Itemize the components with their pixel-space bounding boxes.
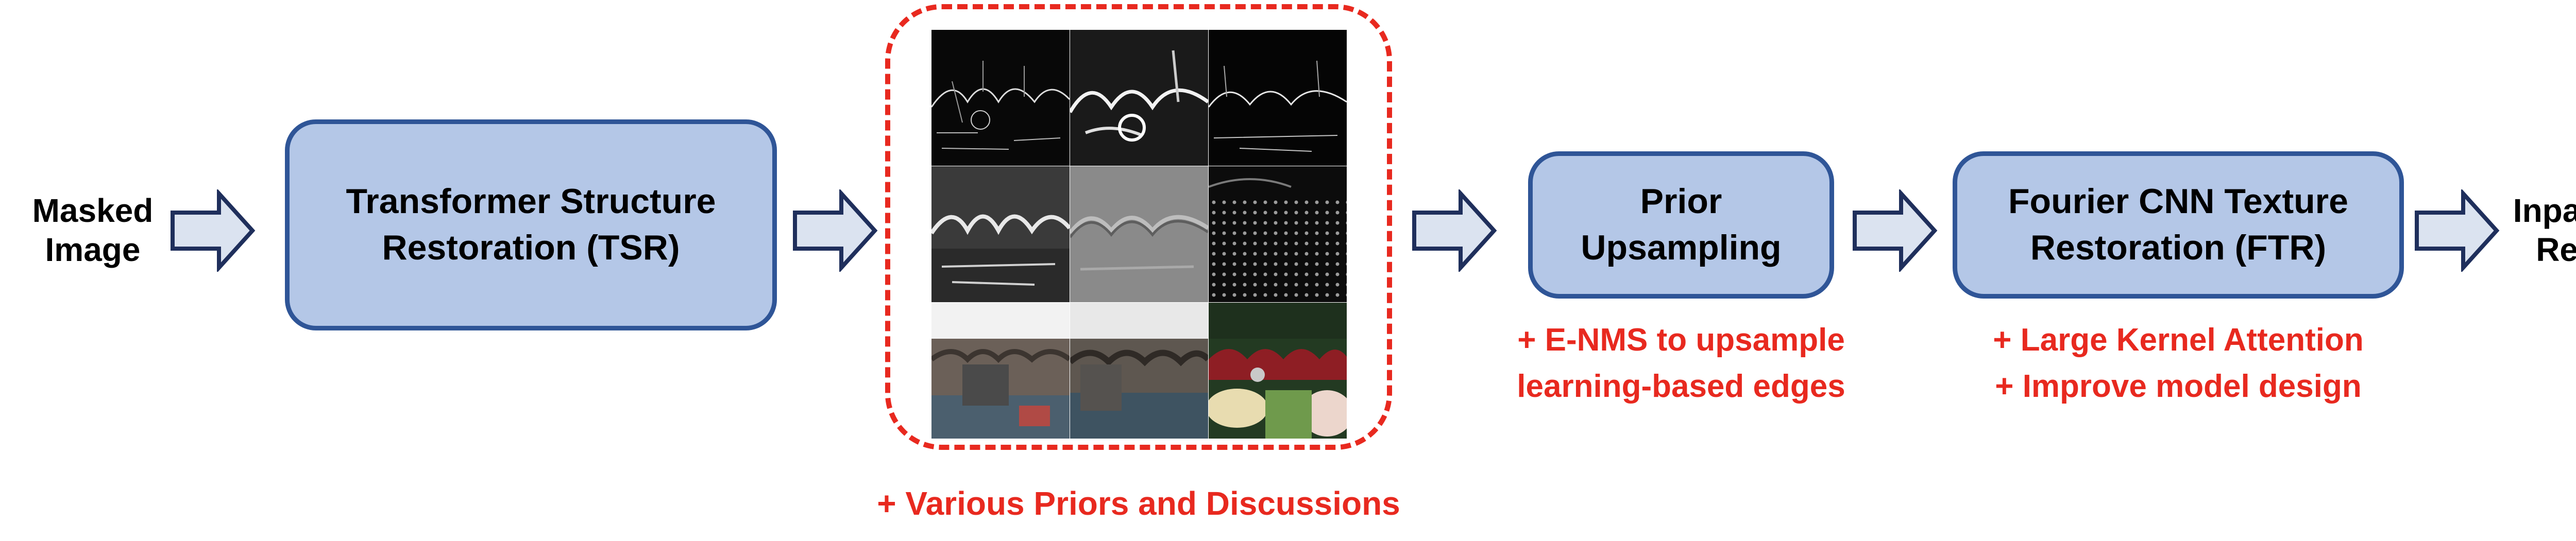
- flow-arrow-4: [1853, 189, 1938, 272]
- prior-thumbnail: [931, 30, 1070, 166]
- prior-thumbnail: [931, 166, 1070, 302]
- flow-arrow-5: [2415, 189, 2500, 272]
- prior-thumbnail: [1070, 303, 1208, 439]
- inpainted-result-line2: Result: [2536, 231, 2576, 268]
- prior-line2: Upsampling: [1581, 228, 1782, 267]
- ftr-box: Fourier CNN Texture Restoration (FTR): [1953, 151, 2404, 299]
- prior-thumbnail: [1070, 30, 1208, 166]
- prior-notes: + E-NMS to upsample learning-based edges: [1484, 317, 1878, 410]
- prior-thumbnail: [1209, 166, 1347, 302]
- prior-note1: + E-NMS to upsample: [1517, 322, 1845, 358]
- masked-image-label: Masked Image: [15, 191, 170, 269]
- tsr-line2: Restoration (TSR): [382, 228, 680, 267]
- flow-arrow-3: [1412, 189, 1497, 272]
- prior-thumbnail: [931, 303, 1070, 439]
- ftr-line1: Fourier CNN Texture: [2008, 182, 2348, 221]
- prior-note2: learning-based edges: [1517, 368, 1845, 404]
- masked-image-line2: Image: [45, 231, 141, 268]
- inpainted-result-line1: Inpainted: [2513, 192, 2576, 229]
- priors-caption: + Various Priors and Discussions: [877, 485, 1400, 522]
- prior-line1: Prior: [1640, 182, 1722, 221]
- flow-arrow-2: [793, 189, 878, 272]
- ftr-note1: + Large Kernel Attention: [1993, 322, 2364, 358]
- priors-image-grid: [931, 30, 1347, 439]
- ftr-notes: + Large Kernel Attention + Improve model…: [1947, 317, 2409, 410]
- flow-arrow-1: [171, 189, 256, 272]
- prior-thumbnail: [1070, 166, 1208, 302]
- ftr-note2: + Improve model design: [1995, 368, 2362, 404]
- masked-image-line1: Masked: [32, 192, 154, 229]
- tsr-box: Transformer Structure Restoration (TSR): [285, 119, 777, 330]
- inpainted-result-label: Inpainted Result: [2499, 191, 2576, 269]
- tsr-line1: Transformer Structure: [346, 182, 716, 221]
- ftr-line2: Restoration (FTR): [2030, 228, 2327, 267]
- prior-upsampling-box: Prior Upsampling: [1528, 151, 1834, 299]
- priors-panel: [885, 4, 1392, 450]
- prior-thumbnail: [1209, 30, 1347, 166]
- prior-thumbnail: [1209, 303, 1347, 439]
